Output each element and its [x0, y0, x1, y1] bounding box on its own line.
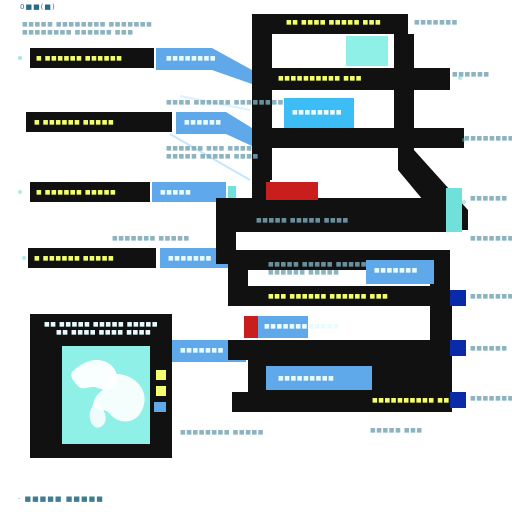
glow-dot-3 — [22, 256, 26, 260]
left-bar-2 — [26, 112, 172, 132]
screen-teal-top — [346, 36, 388, 66]
note-9: ■■■■■■ ■■■■■ — [268, 269, 340, 276]
arrow-label-2: ■■■■■■ — [184, 119, 222, 126]
square-teal-1 — [228, 186, 236, 198]
bottom-frame-label-1: ■■■ ■■■■■■ ■■■■■■ ■■■ — [268, 293, 389, 300]
map-landmass-2 — [93, 373, 145, 422]
top-left-code: 0■■(■) — [20, 3, 56, 11]
screen-1-text: ■■■■■■■■ — [292, 109, 343, 116]
glow-dot-1 — [18, 56, 22, 60]
left-bar-4 — [28, 248, 156, 268]
frame-bottom-bar — [232, 392, 452, 412]
note-7: ■■■■■ ■■■■■ ■■■■ — [256, 217, 349, 224]
left-bar-1 — [30, 48, 154, 68]
glow-dot-5 — [462, 138, 466, 142]
left-bar-3 — [30, 182, 150, 202]
frame-mid-inner — [236, 212, 446, 232]
left-box-label-2: ■ ■■■■■■ ■■■■■ — [34, 119, 115, 126]
note-10: ■■■■■■■■ ■■■■■ — [180, 429, 265, 436]
screen-navy-2 — [450, 340, 466, 356]
glow-dot-4 — [458, 76, 462, 80]
arrow-label-5: ■■■■■■■ — [180, 347, 224, 354]
left-box-label-4: ■ ■■■■■■ ■■■■■ — [34, 255, 115, 262]
map-header-2: ■■ ■■■■ ■■■■ ■■■■ — [56, 329, 152, 336]
frame-bottom-mid — [248, 340, 452, 360]
glow-dot-2 — [18, 190, 22, 194]
note-6: ■■■■■■■ ■■■■■ — [112, 235, 190, 242]
screen-red-small — [244, 316, 258, 338]
thin-line-2 — [179, 95, 251, 111]
screen-navy-1 — [450, 290, 466, 306]
screen-navy-3 — [450, 392, 466, 408]
arrow-blue-1 — [156, 48, 252, 84]
screen-blue-right — [366, 260, 434, 284]
side-6: ■■■■■■■■ — [470, 293, 512, 300]
bottom-frame-label-2: ■■■■■■■■■■ ■■ — [372, 397, 450, 404]
screen-3-text: ■■■■■■■■■ — [278, 375, 335, 382]
left-box-label-3: ■ ■■■■■■ ■■■■■ — [36, 189, 117, 196]
note-1: ■■■■■ ■■■■■■■■ ■■■■■■■ — [22, 21, 153, 28]
side-8: ■■■■■■■ — [470, 395, 512, 402]
note-2: ■■■■■■■■ ■■■■■■ ■■■ — [22, 29, 134, 36]
square-blue-1 — [154, 402, 166, 412]
frame-lower-bar — [228, 286, 450, 306]
side-5: ■■■■■■■ — [470, 235, 512, 242]
frame-right-upper-bar — [398, 128, 464, 148]
screen-cyan-mid — [284, 98, 354, 128]
screen-2-text: ■■■■■■■ — [374, 267, 418, 274]
arrow-label-4: ■■■■■■■ — [168, 255, 212, 262]
square-yellow-1 — [156, 370, 166, 380]
footer-code: · ■■■■■ ■■■■■ — [18, 495, 104, 503]
note-3: ■■■■ ■■■■■■ ■■■■■■■■ — [166, 99, 284, 106]
side-7: ■■■■■■ — [470, 345, 508, 352]
square-yellow-2 — [156, 386, 166, 396]
arrow-label-3: ■■■■■ — [160, 189, 192, 196]
side-2: ■■■■■■ — [452, 71, 490, 78]
side-4: ■■■■■■ — [470, 195, 508, 202]
note-4: ■■■■■■ ■■■ ■■■■ — [166, 145, 253, 152]
thin-line-1 — [169, 133, 251, 181]
arrow-blue-5 — [172, 340, 246, 362]
main-frame-side — [252, 92, 270, 206]
screen-blue-lower — [266, 366, 372, 390]
screen-teal-small — [446, 188, 462, 232]
arrow-label-1: ■■■■■■■■ — [166, 55, 217, 62]
note-11: ■■■■■ ■■■ — [370, 427, 423, 434]
map-header-1: ■■ ■■■■■ ■■■■■ ■■■■■ — [44, 321, 159, 328]
note-5: ■■■■■ ■■■■■ ■■■■ — [166, 153, 259, 160]
frame-right-upper — [394, 34, 468, 230]
left-box-label-1: ■ ■■■■■■ ■■■■■■ — [36, 55, 123, 62]
screen-red-bar — [266, 182, 318, 200]
frame-bottom-right — [430, 306, 452, 412]
note-8: ■■■■■ ■■■■■ ■■■■■ — [268, 261, 368, 268]
glow-dot-6 — [462, 200, 466, 204]
arrow-blue-3 — [152, 182, 226, 202]
map-landmass-3 — [89, 402, 106, 428]
mid-frame-label: ■■■■■■■■■■ ■■■ — [278, 75, 363, 82]
side-1: ■■■■■■■ — [414, 19, 458, 26]
map-landmass-1 — [71, 359, 118, 390]
top-frame-label: ■■ ■■■■ ■■■■■ ■■■ — [286, 19, 382, 26]
screen-blue-small — [258, 316, 308, 338]
side-3: ■■■■■■■■ — [464, 135, 512, 142]
screen-4-text: ■■■■■■■■■■■■ — [264, 323, 340, 330]
arrow-blue-2 — [176, 112, 252, 146]
